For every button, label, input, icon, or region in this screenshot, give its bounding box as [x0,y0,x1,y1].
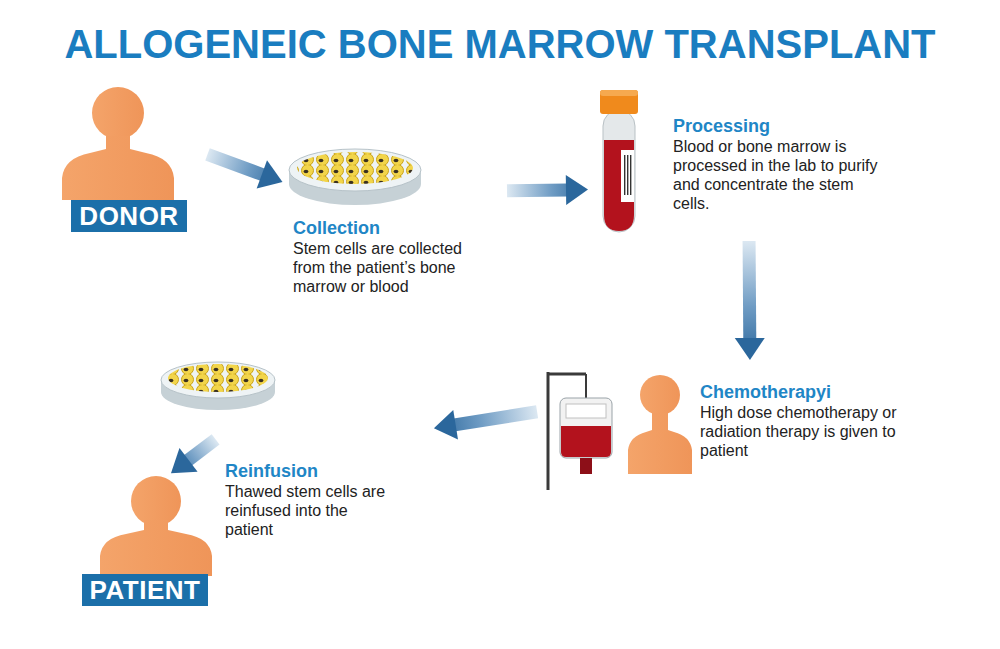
person-node: PATIENT [75,478,215,608]
arrow-head [566,175,588,205]
iv-port [580,458,592,474]
dish-cells [168,364,268,392]
step-body: Blood or bone marrow is processed in the… [673,137,888,213]
step-heading: Reinfusion [225,460,426,482]
arrow-head [171,448,198,473]
iv-hanger [585,374,587,398]
arrow-shaft [208,154,263,174]
person-label: PATIENT [82,574,209,606]
tube-barcode [623,155,632,195]
tube-cap [600,90,638,114]
tube-cap-top [600,90,638,96]
patient-body [100,520,212,576]
arrow-head [257,160,283,188]
step-node: ProcessingBlood or bone marrow is proces… [596,88,902,233]
iv-hook [547,373,586,376]
iv-pole [547,372,550,490]
flow-arrow [171,439,216,473]
step-node: ReinfusionThawed stem cells are reinfuse… [222,372,426,541]
flow-arrow [208,154,283,188]
arrow-shaft [188,439,216,460]
chemo-patient-figure [628,375,692,474]
arrow-head [735,338,765,360]
flow-arrow [434,410,537,440]
tube-body [603,110,635,232]
person-node: DONOR [58,92,200,234]
arrow-shaft [455,412,537,425]
arrow-shaft [743,241,757,339]
step-node: ChemotherapyiHigh dose chemotherapy or r… [545,368,934,493]
tube-blood [604,140,634,231]
patient-figure [100,476,212,576]
patient-head [131,476,181,526]
flow-arrow [735,241,765,360]
step-heading: Processing [673,115,902,137]
chemo-head [640,375,680,415]
step-body: Stem cells are collected from the patien… [293,239,493,296]
iv-bag-label [566,404,606,418]
collection-dish [289,149,421,205]
donor-figure [62,87,174,200]
step-heading: Chemotherapyi [700,381,934,403]
chemo-body [628,413,692,474]
iv-bag [560,398,612,458]
step-heading: Collection [293,217,499,239]
dish-rim [289,149,421,191]
reinfusion-dish [161,362,275,410]
tube-label [621,150,634,202]
dish-rim [161,362,275,398]
iv-blood [561,426,611,457]
diagram-title: ALLOGENEIC BONE MARROW TRANSPLANT [0,22,1000,67]
donor-head [92,87,144,139]
step-body: High dose chemotherapy or radiation ther… [700,403,925,460]
iv-stand [547,372,612,490]
dish-cells [297,152,413,184]
arrow-head [434,410,458,440]
step-node: CollectionStem cells are collected from … [290,145,499,298]
person-label: DONOR [71,200,186,232]
donor-body [62,136,174,200]
arrow-shaft [507,183,567,197]
flow-arrow [507,175,588,205]
blood-tube [600,90,638,232]
step-body: Thawed stem cells are reinfused into the… [225,482,400,539]
